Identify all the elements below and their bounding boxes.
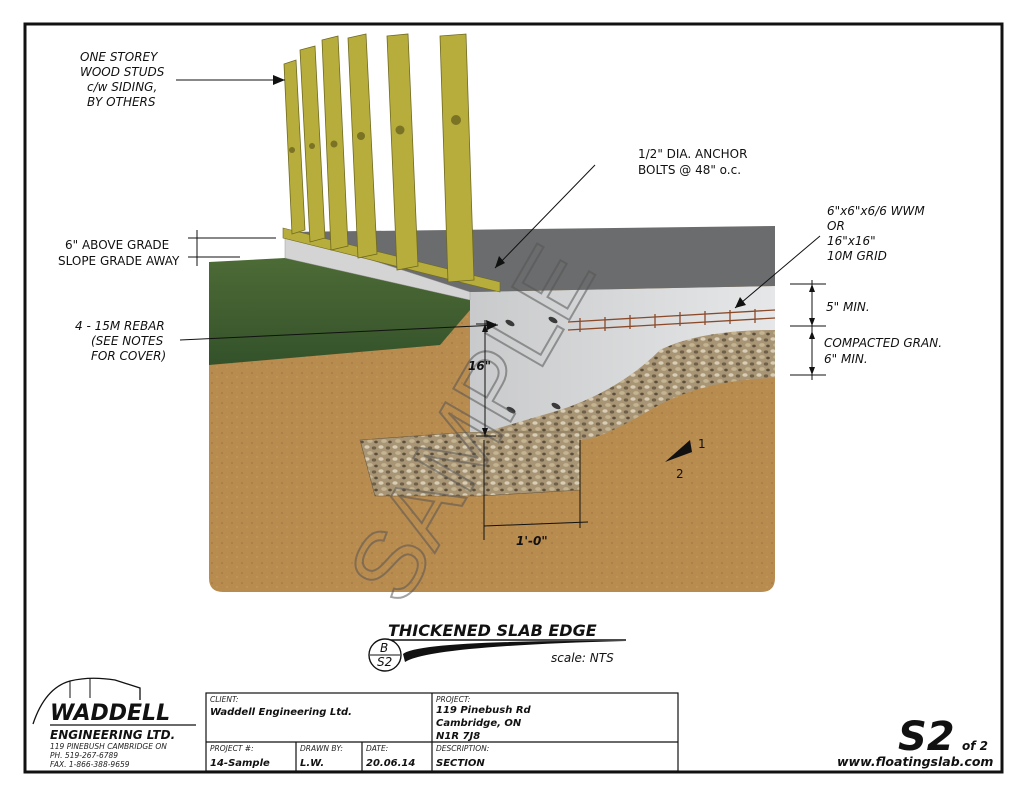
- wood-studs: [283, 33, 475, 283]
- description-label: DESCRIPTION:: [436, 744, 489, 753]
- grass-grade: [209, 258, 470, 365]
- rebar-bars: [505, 316, 561, 414]
- callout-rebar-line: (SEE NOTES: [91, 334, 164, 348]
- detail-scale: scale: NTS: [551, 651, 614, 665]
- callout-studs-line: WOOD STUDS: [80, 65, 165, 79]
- drawn-by-value: L.W.: [300, 758, 324, 769]
- callout-above-grade: 6" ABOVE GRADE: [65, 238, 169, 252]
- callout-studs: ONE STOREY WOOD STUDS c/w SIDING, BY OTH…: [80, 50, 165, 109]
- wood-stud: [386, 33, 419, 271]
- company-name: WADDELL: [50, 701, 170, 726]
- detail-bubble-top: B: [380, 641, 388, 655]
- section-illustration: SAMPLE: [209, 33, 776, 620]
- sheet-number: S2: [898, 714, 955, 760]
- detail-title-block: THICKENED SLAB EDGE B S2 scale: NTS: [368, 621, 626, 672]
- barn-roof-logo: [32, 677, 141, 725]
- callout-wwm-line: OR: [827, 219, 845, 233]
- project-line: 119 Pinebush Rd: [436, 705, 532, 716]
- callout-wwm-line: 10M GRID: [827, 249, 887, 263]
- view-arrow-1: 1: [698, 437, 706, 451]
- project-line: N1R 7J8: [436, 731, 480, 742]
- detail-title-swoosh: [403, 640, 626, 662]
- callout-studs-line: c/w SIDING,: [87, 80, 157, 94]
- detail-bubble-bottom: S2: [377, 655, 392, 669]
- callout-anchor-line: 1/2" DIA. ANCHOR: [638, 147, 747, 161]
- company-name-sub: ENGINEERING LTD.: [50, 728, 175, 742]
- date-label: DATE:: [366, 744, 388, 753]
- project-no-label: PROJECT #:: [210, 744, 254, 753]
- sheet-number-block: S2 of 2 www.floatingslab.com: [837, 714, 993, 769]
- arrowheads: [273, 75, 815, 436]
- rebar-end: [548, 316, 558, 324]
- dimension-lines: [176, 79, 826, 540]
- rebar-end: [551, 402, 561, 410]
- title-block-fields: CLIENT: Waddell Engineering Ltd. PROJECT…: [210, 695, 532, 769]
- callout-studs-line: ONE STOREY: [80, 50, 159, 64]
- rebar-end: [506, 406, 516, 414]
- callout-wwm-line: 16"x16": [827, 234, 876, 248]
- project-no-value: 14-Sample: [210, 758, 270, 769]
- wood-stud: [347, 33, 378, 259]
- view-arrow: 1 2: [665, 437, 706, 481]
- title-block-table: [205, 692, 679, 772]
- compacted-granular: [470, 330, 775, 448]
- date-value: 20.06.14: [366, 758, 415, 769]
- rebar-end: [505, 319, 515, 327]
- callout-slab-min: 5" MIN.: [826, 300, 870, 314]
- callout-studs-line: BY OTHERS: [87, 95, 156, 109]
- company-fax: FAX. 1-866-388-9659: [50, 760, 130, 769]
- project-label: PROJECT:: [436, 695, 470, 704]
- view-arrow-2: 2: [676, 467, 684, 481]
- callout-anchor-bolts: 1/2" DIA. ANCHOR BOLTS @ 48" o.c.: [638, 147, 747, 177]
- project-line: Cambridge, ON: [436, 718, 522, 729]
- description-value: SECTION: [436, 758, 485, 769]
- dimension-width: 1'-0": [516, 534, 548, 548]
- client-label: CLIENT:: [210, 695, 238, 704]
- callout-rebar-line: FOR COVER): [91, 349, 166, 363]
- client-value: Waddell Engineering Ltd.: [210, 707, 352, 718]
- stud-knots: [289, 115, 461, 153]
- company-address: 119 PINEBUSH CAMBRIDGE ON: [50, 742, 167, 751]
- wood-stud: [439, 33, 475, 283]
- callout-wwm: 6"x6"x6/6 WWM OR 16"x16" 10M GRID: [827, 204, 925, 263]
- drawn-by-label: DRAWN BY:: [300, 744, 343, 753]
- callout-slope-grade: SLOPE GRADE AWAY: [58, 254, 180, 268]
- wood-stud: [283, 59, 306, 235]
- callout-gran-line: 6" MIN.: [824, 352, 868, 366]
- dimension-depth: 16": [468, 359, 491, 373]
- company-logo: WADDELL ENGINEERING LTD. 119 PINEBUSH CA…: [32, 677, 196, 769]
- sheet-of: of 2: [962, 739, 988, 753]
- website: www.floatingslab.com: [837, 754, 993, 769]
- callout-anchor-line: BOLTS @ 48" o.c.: [638, 163, 741, 177]
- sheet-border: [23, 22, 1004, 774]
- callout-gran-line: COMPACTED GRAN.: [824, 336, 942, 350]
- callout-wwm-line: 6"x6"x6/6 WWM: [827, 204, 925, 218]
- callout-rebar: 4 - 15M REBAR (SEE NOTES FOR COVER): [75, 319, 166, 363]
- detail-title: THICKENED SLAB EDGE: [388, 621, 597, 640]
- wire-mesh: [567, 309, 776, 332]
- callout-rebar-line: 4 - 15M REBAR: [75, 319, 165, 333]
- company-phone: PH. 519-267-6789: [50, 751, 118, 760]
